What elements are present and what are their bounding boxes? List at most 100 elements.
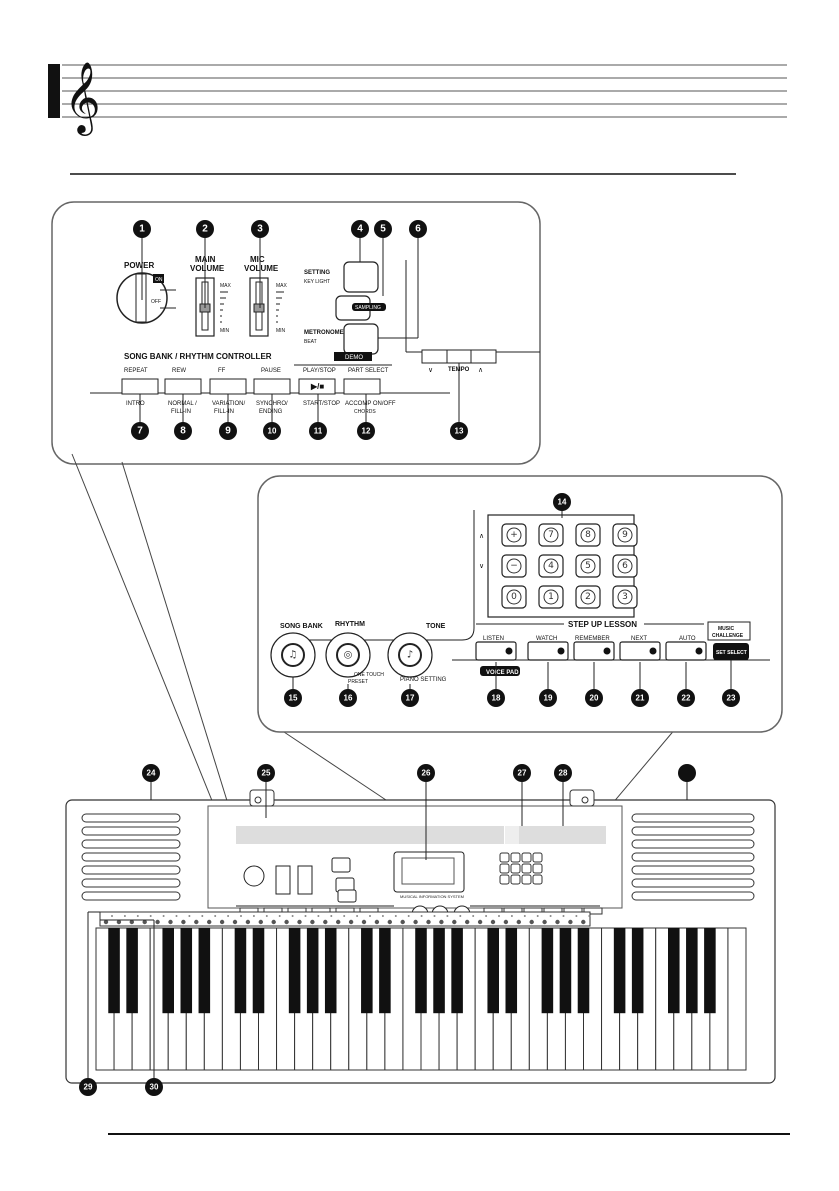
svg-text:∧: ∧ xyxy=(478,367,483,374)
mini-keypad xyxy=(499,852,543,885)
callout-23: 23 xyxy=(722,689,740,707)
normal-fill-in-button[interactable] xyxy=(164,378,202,395)
svg-text:BEAT: BEAT xyxy=(304,339,317,345)
numpad-key-plus[interactable]: + xyxy=(501,523,527,547)
svg-text:16: 16 xyxy=(344,694,353,703)
callout-7: 7 xyxy=(131,422,149,440)
svg-text:15: 15 xyxy=(289,694,298,703)
numpad-key-4[interactable]: 4 xyxy=(538,554,564,578)
lesson-button-next[interactable] xyxy=(619,641,661,661)
black-key[interactable] xyxy=(288,928,301,1014)
svg-text:METRONOME: METRONOME xyxy=(304,330,344,336)
black-key[interactable] xyxy=(180,928,193,1014)
black-key[interactable] xyxy=(361,928,373,1014)
black-key[interactable] xyxy=(198,928,211,1014)
variation-fill-in-button[interactable] xyxy=(209,378,247,395)
numpad-key-9[interactable]: 9 xyxy=(612,523,638,547)
svg-text:MIC: MIC xyxy=(250,255,265,264)
tone-dial[interactable]: ♪ TONE PIANO SETTING xyxy=(387,623,447,683)
svg-text:RHYTHM: RHYTHM xyxy=(335,621,365,628)
rhythm-dial[interactable]: ◎ RHYTHM ONE TOUCH PRESET xyxy=(325,621,384,685)
treble-clef-icon: 𝄞 xyxy=(64,60,101,136)
svg-text:KEY LIGHT: KEY LIGHT xyxy=(304,279,330,285)
setting-button[interactable]: SETTING KEY LIGHT xyxy=(304,261,379,293)
svg-text:INTRO: INTRO xyxy=(126,401,145,407)
black-key[interactable] xyxy=(252,928,265,1014)
callout-16: 16 xyxy=(339,689,357,707)
black-key[interactable] xyxy=(451,928,463,1014)
mic-volume-slider[interactable]: MIC VOLUME MAX MIN xyxy=(244,255,288,337)
numpad-key-5[interactable]: 5 xyxy=(575,554,601,578)
lesson-button-auto[interactable] xyxy=(665,641,707,661)
piano-keyboard[interactable] xyxy=(95,927,747,1071)
white-key[interactable] xyxy=(727,927,747,1071)
svg-text:CHORDS: CHORDS xyxy=(354,409,376,415)
svg-text:FF: FF xyxy=(218,368,226,374)
svg-text:OFF: OFF xyxy=(151,299,161,305)
numpad-key-8[interactable]: 8 xyxy=(575,523,601,547)
black-key[interactable] xyxy=(541,928,554,1014)
black-key[interactable] xyxy=(433,928,445,1014)
start-stop-button[interactable] xyxy=(298,378,336,395)
numpad-key-1[interactable]: 1 xyxy=(538,585,564,609)
svg-text:21: 21 xyxy=(636,694,645,703)
numpad-key-7[interactable]: 7 xyxy=(538,523,564,547)
sampling-button[interactable]: SAMPLING xyxy=(335,295,386,321)
callout-27: 27 xyxy=(513,764,531,782)
black-key[interactable] xyxy=(415,928,427,1014)
numpad-key-6[interactable]: 6 xyxy=(612,554,638,578)
callout-14: 14 xyxy=(553,493,571,511)
lesson-button-listen[interactable] xyxy=(475,641,517,661)
svg-text:∨: ∨ xyxy=(479,563,484,570)
svg-text:30: 30 xyxy=(150,1083,159,1092)
lesson-button-remember[interactable] xyxy=(573,641,615,661)
lesson-button-watch[interactable] xyxy=(527,641,569,661)
black-key[interactable] xyxy=(324,928,337,1014)
black-key[interactable] xyxy=(162,928,174,1014)
svg-text:1: 1 xyxy=(548,592,554,602)
svg-text:MUSICAL INFORMATION SYSTEM: MUSICAL INFORMATION SYSTEM xyxy=(400,894,464,899)
svg-text:17: 17 xyxy=(406,694,415,703)
accomp-on-off-button[interactable] xyxy=(343,378,381,395)
numpad-key-3[interactable]: 3 xyxy=(612,585,638,609)
black-key[interactable] xyxy=(559,928,572,1014)
black-key[interactable] xyxy=(505,928,518,1014)
svg-text:PAUSE: PAUSE xyxy=(261,368,281,374)
black-key[interactable] xyxy=(631,928,644,1014)
callout-11: 11 xyxy=(309,422,327,440)
intro-button[interactable] xyxy=(121,378,159,395)
song-bank-dial[interactable]: ♫ SONG BANK xyxy=(270,623,323,678)
black-key[interactable] xyxy=(306,928,319,1014)
svg-text:WATCH: WATCH xyxy=(536,636,557,642)
black-key[interactable] xyxy=(704,928,716,1014)
svg-text:◎: ◎ xyxy=(344,650,353,661)
black-key[interactable] xyxy=(379,928,391,1014)
black-key[interactable] xyxy=(126,928,138,1014)
black-key[interactable] xyxy=(577,928,590,1014)
synchro-ending-button[interactable] xyxy=(253,378,291,395)
svg-text:25: 25 xyxy=(262,769,271,778)
numpad-key-2[interactable]: 2 xyxy=(575,585,601,609)
svg-text:FILL-IN: FILL-IN xyxy=(214,409,234,415)
numpad-key-0[interactable]: 0 xyxy=(501,585,527,609)
svg-text:ON: ON xyxy=(155,277,163,283)
svg-text:8: 8 xyxy=(585,530,591,540)
black-key[interactable] xyxy=(668,928,680,1014)
set-select-button[interactable]: SET SELECT xyxy=(713,643,749,660)
svg-text:SET SELECT: SET SELECT xyxy=(716,650,747,656)
svg-text:DEMO: DEMO xyxy=(345,355,363,361)
svg-text:7: 7 xyxy=(137,426,143,437)
svg-text:STEP UP LESSON: STEP UP LESSON xyxy=(568,620,637,629)
numpad-key-minus[interactable]: − xyxy=(501,554,527,578)
svg-text:LISTEN: LISTEN xyxy=(483,636,504,642)
keyboard-leader-lines xyxy=(87,782,688,1080)
black-key[interactable] xyxy=(686,928,698,1014)
svg-text:VOLUME: VOLUME xyxy=(244,264,279,273)
svg-text:∨: ∨ xyxy=(428,367,433,374)
black-key[interactable] xyxy=(613,928,626,1014)
black-key[interactable] xyxy=(234,928,247,1014)
black-key[interactable] xyxy=(108,928,120,1014)
control-panel-zoom: POWER ON OFF MAIN VOLUME MAX MIN MIC VOL… xyxy=(51,201,541,465)
black-key[interactable] xyxy=(487,928,499,1014)
svg-text:−: − xyxy=(510,561,518,571)
